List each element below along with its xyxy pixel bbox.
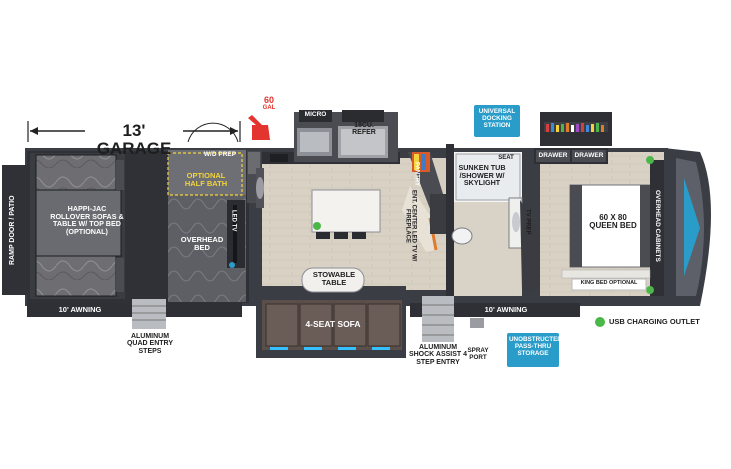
usb-dot-icon	[646, 156, 654, 164]
awning-left-label: 10' AWNING	[58, 305, 102, 314]
led-tv-label: LED TV	[230, 210, 237, 232]
ramp-door-label: RAMP DOOR / PATIO	[9, 195, 16, 265]
wd-prep-label: W/D PREP	[203, 151, 237, 158]
stowable-table	[301, 267, 365, 293]
pantry-label: PANTRY	[413, 162, 420, 186]
tub-label: SUNKEN TUB /SHOWER w/ SKYLIGHT	[458, 163, 506, 188]
drawer1-label: DRAWER	[538, 152, 568, 159]
usb-dot-icon	[313, 222, 321, 230]
entry-steps-label: ALUMINUM QUAD ENTRY STEPS	[126, 333, 174, 355]
bath-area	[451, 152, 540, 296]
tv-prep-label: TV PREP	[524, 209, 531, 235]
garage-dimension	[27, 121, 241, 142]
queen-bed-label: 60 x 80 QUEEN BED	[589, 213, 637, 231]
half-bath-outline	[167, 152, 243, 196]
ent-center-label: ENT. CENTER LED TV w/ FIREPLACE	[404, 190, 417, 262]
shock-steps-label: ALUMINUM SHOCK ASSIST 4 STEP ENTRY	[408, 344, 468, 366]
awning-right-label: 10' AWNING	[484, 305, 528, 314]
king-bed-label: KING BED OPTIONAL	[580, 280, 638, 286]
kitchen-counter	[256, 110, 400, 208]
rollover-sofas	[35, 154, 124, 297]
overhead-bed-label: OVERHEAD BED	[180, 235, 224, 252]
kitchen-island	[311, 189, 381, 239]
entry-steps-left	[132, 299, 166, 329]
sofa-slideout	[256, 267, 406, 358]
docking-station-callout: UNIVERSAL DOCKING STATION	[474, 105, 520, 137]
fuel-nozzle-icon	[248, 115, 270, 140]
micro-label: MICRO	[304, 111, 327, 118]
overhead-cabinets-label: OVERHEAD CABINETS	[653, 190, 661, 262]
usb-legend-dot	[595, 317, 605, 327]
pantry-ent-center	[402, 152, 448, 252]
refer-label: 18CU. REFER	[352, 122, 376, 137]
usb-legend-label: USB CHARGING OUTLET	[609, 317, 700, 326]
bedroom	[534, 112, 664, 296]
spray-port-marker	[470, 318, 484, 328]
sofa-label: 4-SEAT SOFA	[305, 319, 361, 329]
fuel-unit: GAL	[262, 105, 276, 112]
garage-label: 13' GARAGE	[96, 121, 172, 158]
storage-callout: UNOBSTRUCTED PASS-THRU STORAGE	[507, 333, 562, 367]
half-bath-label: OPTIONAL HALF BATH	[184, 171, 228, 188]
spray-port-label: SPRAY PORT	[467, 347, 489, 361]
sink-icon	[256, 177, 264, 199]
fuel-capacity: 60 GAL	[257, 95, 281, 112]
lamp-icon	[229, 262, 235, 268]
stowable-table-label: STOWABLE TABLE	[312, 270, 356, 287]
usb-dot-icon	[646, 286, 654, 294]
rollover-sofas-label: HAPPI-JAC ROLLOVER SOFAS & TABLE w/ TOP …	[50, 204, 124, 236]
drawer2-label: DRAWER	[574, 152, 604, 159]
fuel-amount: 60	[263, 95, 274, 105]
seat-label: SEAT	[498, 155, 514, 161]
toilet-icon	[451, 227, 473, 245]
entry-steps-right	[422, 296, 454, 342]
